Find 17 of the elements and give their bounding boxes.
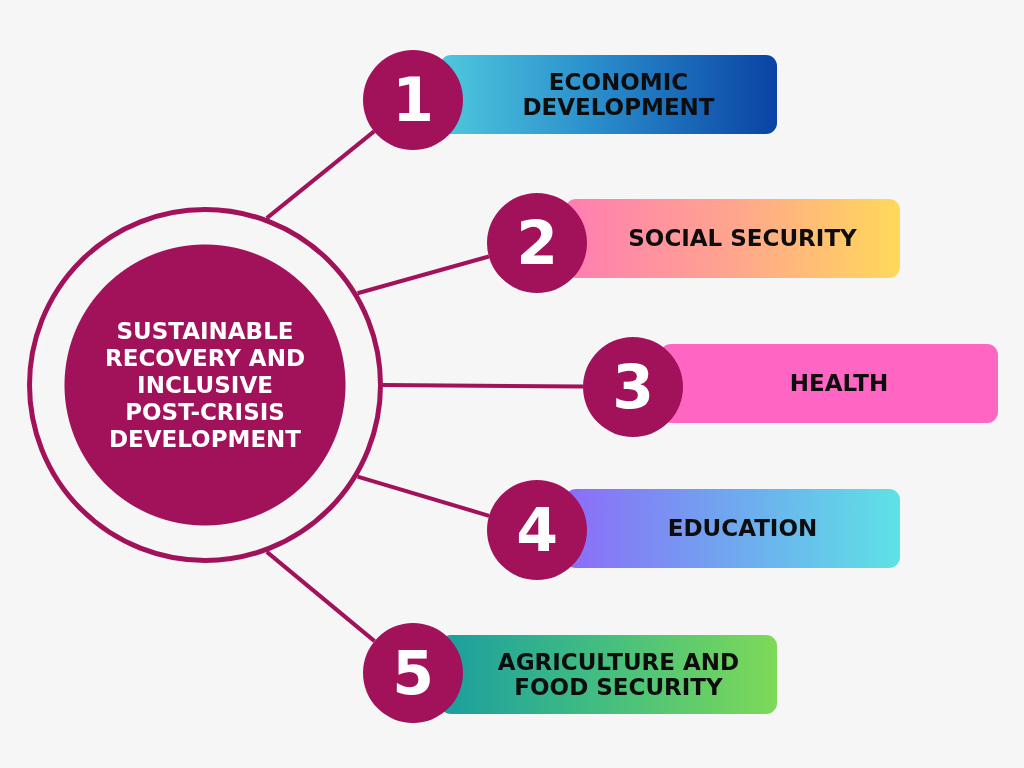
topic-label: EDUCATION xyxy=(667,516,818,541)
step-number: 5 xyxy=(392,641,434,705)
step-number: 1 xyxy=(392,68,434,132)
topic-label: HEALTH xyxy=(789,371,889,396)
step-number: 2 xyxy=(516,211,558,275)
topic-label: ECONOMIC DEVELOPMENT xyxy=(521,69,716,120)
connector-line xyxy=(265,550,376,643)
topic-label: AGRICULTURE AND FOOD SECURITY xyxy=(496,649,741,700)
connector-line xyxy=(383,383,583,389)
connector-line xyxy=(357,474,490,518)
center-title: SUSTAINABLE RECOVERY AND INCLUSIVE POST-CRISIS DEVELOPMENT xyxy=(104,317,306,453)
connector-line xyxy=(265,129,376,220)
step-number: 3 xyxy=(612,355,654,419)
gradient-bar xyxy=(440,55,777,134)
topic-label: SOCIAL SECURITY xyxy=(628,226,857,251)
step-number: 4 xyxy=(516,498,558,562)
connector-line xyxy=(357,254,490,296)
